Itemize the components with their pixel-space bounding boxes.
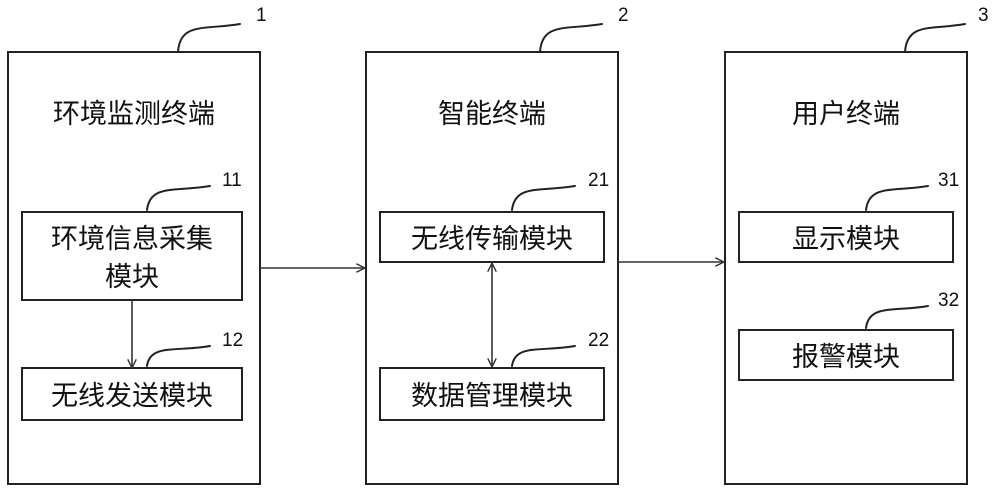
- terminal-env-monitoring: 环境监测终端 1 环境信息采集 模块 11 无线发送模块 12: [7, 5, 267, 485]
- module-31-box: [738, 211, 954, 263]
- module-22-box: [379, 367, 605, 421]
- module-wireless-send: 无线发送模块 12: [21, 330, 243, 421]
- module-32-box: [738, 329, 954, 381]
- ref-32-leader: [865, 305, 929, 329]
- ref-1-leader: [177, 23, 241, 53]
- module-21-box: [379, 211, 605, 263]
- ref-32-label: 32: [938, 290, 959, 311]
- ref-22-leader: [511, 345, 576, 367]
- ref-2-leader: [539, 23, 603, 53]
- module-32-label: 报警模块: [792, 342, 900, 373]
- module-22-label: 数据管理模块: [411, 381, 573, 412]
- ref-21-leader: [511, 185, 576, 211]
- module-11-line-2: 模块: [105, 262, 159, 293]
- module-data-management: 数据管理模块 22: [379, 330, 609, 421]
- module-alarm: 报警模块 32: [738, 290, 959, 381]
- module-31-label: 显示模块: [792, 224, 900, 255]
- module-21-label: 无线传输模块: [411, 224, 573, 255]
- ref-11-leader: [146, 185, 211, 211]
- module-11-box: [21, 211, 243, 301]
- ref-2-label: 2: [618, 5, 629, 26]
- module-11-line-1: 环境信息采集: [51, 224, 213, 255]
- ref-12-label: 12: [222, 330, 243, 351]
- ref-22-label: 22: [588, 330, 609, 351]
- terminal-user-box: [724, 51, 968, 485]
- module-env-info-collection: 环境信息采集 模块 11: [21, 170, 243, 301]
- module-12-label: 无线发送模块: [51, 381, 213, 412]
- module-12-box: [21, 367, 243, 421]
- module-display: 显示模块 31: [738, 170, 959, 263]
- terminal-user: 用户终端 3 显示模块 31 报警模块 32: [724, 5, 989, 485]
- ref-11-label: 11: [222, 170, 242, 191]
- ref-12-leader: [146, 345, 211, 367]
- ref-31-label: 31: [938, 170, 959, 191]
- terminal-user-title: 用户终端: [792, 99, 900, 130]
- ref-3-label: 3: [978, 5, 989, 26]
- ref-31-leader: [865, 185, 929, 211]
- terminal-env-title: 环境监测终端: [53, 99, 215, 130]
- ref-1-label: 1: [256, 5, 267, 26]
- terminal-smart-title: 智能终端: [438, 99, 546, 130]
- ref-3-leader: [904, 23, 966, 53]
- ref-21-label: 21: [588, 170, 609, 191]
- module-wireless-transmit: 无线传输模块 21: [379, 170, 609, 263]
- terminal-smart: 智能终端 2 无线传输模块 21 数据管理模块 22: [365, 5, 629, 485]
